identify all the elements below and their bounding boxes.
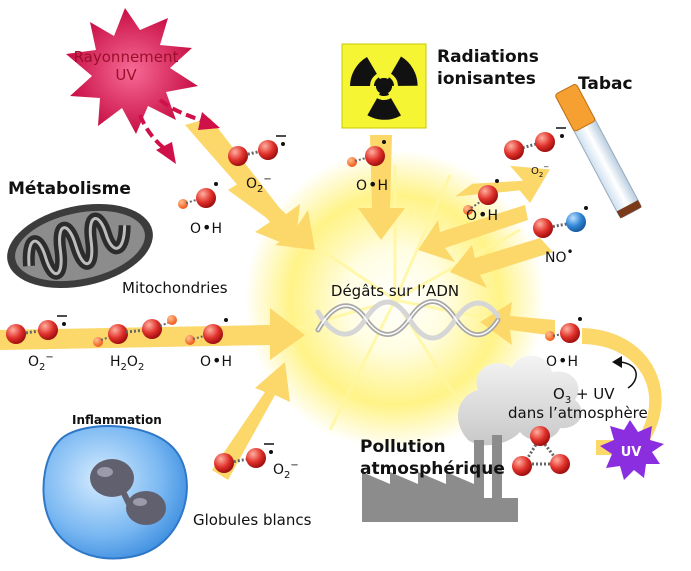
molecule-o2-globules [214, 443, 274, 473]
metabolisme-label: Métabolisme [8, 179, 131, 199]
center-label: Dégâts sur l’ADN [331, 282, 459, 300]
molecule-oh-radiation [347, 140, 386, 167]
no-label: NO• [545, 245, 574, 266]
arrow-o2-top [228, 178, 315, 250]
molecule-oh-right [545, 317, 582, 343]
o2-label-tabac: O2− [531, 163, 549, 179]
factory-icon [362, 355, 582, 522]
radiation-icon [341, 43, 427, 129]
arrow-no [450, 238, 553, 288]
o3-formula: O3 + UV [553, 385, 615, 406]
molecule-no [533, 206, 588, 238]
pollution-label-line1: Pollution [360, 437, 446, 457]
oh-label-left: O•H [190, 218, 222, 237]
oh-label-metabolism: O•H [200, 351, 232, 370]
radiation-label-line1: Radiations [437, 47, 539, 67]
mitochondria-icon [7, 203, 153, 289]
radiation-label-line2: ionisantes [437, 69, 536, 89]
molecule-oh-left [178, 182, 218, 209]
o2-label-top: O2− [246, 174, 272, 195]
molecule-h2o2 [93, 315, 177, 347]
dna-helix-icon [315, 299, 501, 341]
arrow-o3-loop [582, 328, 662, 440]
uv-ray-icon [66, 8, 220, 164]
arrow-inflammation [212, 362, 290, 480]
molecule-oh-metabolism [185, 318, 228, 345]
o3-curve-arrow [619, 361, 637, 389]
globules-label: Globules blancs [193, 511, 312, 529]
o3-caption: dans l’atmosphère [508, 404, 648, 422]
uv-star-label: UV [621, 445, 642, 460]
inflammation-label: Inflammation [72, 413, 162, 427]
oh-label-right: O•H [546, 351, 578, 370]
white-blood-cell-icon [42, 425, 188, 560]
molecule-o2-metabolism [6, 315, 67, 344]
o2-label-metabolism: O2− [28, 352, 54, 373]
h2o2-label: H2O2 [110, 354, 144, 373]
molecule-o3 [512, 426, 570, 476]
molecule-oh-tabac [463, 179, 499, 215]
pollution-label-line2: atmosphérique [360, 459, 505, 479]
oh-label-radiation: O•H [356, 175, 388, 194]
o2-label-globules: O2− [273, 460, 299, 481]
o3-curve-arrowhead [612, 356, 622, 368]
arrow-oh-right [480, 302, 555, 345]
mitochondries-label: Mitochondries [122, 279, 228, 297]
uv-label-line1: Rayonnement [74, 48, 179, 66]
molecule-o2-top [228, 135, 286, 166]
oh-label-tabac: O•H [466, 205, 498, 224]
molecule-o2-tabac [504, 127, 566, 160]
arrow-tabac-2 [418, 205, 528, 262]
arrow-radiation [358, 135, 405, 240]
uv-label-line2: UV [115, 66, 137, 84]
uv-star-icon [600, 420, 664, 480]
cigarette-icon [555, 84, 642, 219]
tabac-label: Tabac [578, 74, 633, 94]
